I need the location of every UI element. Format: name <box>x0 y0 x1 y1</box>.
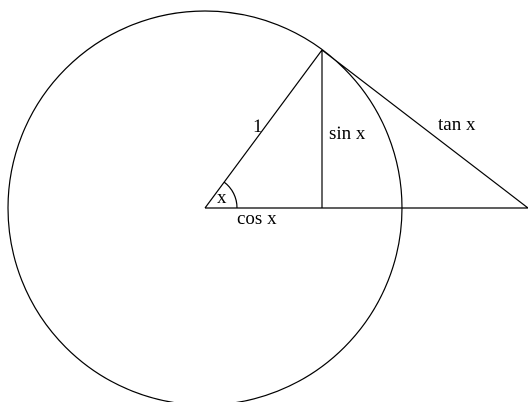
cosine-label: cos x <box>237 208 277 229</box>
angle-label: x <box>217 187 227 208</box>
angle-arc <box>223 181 238 209</box>
unit-circle <box>7 10 403 402</box>
tangent-line <box>321 49 528 209</box>
sine-label: sin x <box>329 123 366 144</box>
tangent-label: tan x <box>438 114 476 135</box>
radius-line <box>204 49 323 209</box>
radius-label: 1 <box>253 116 263 137</box>
